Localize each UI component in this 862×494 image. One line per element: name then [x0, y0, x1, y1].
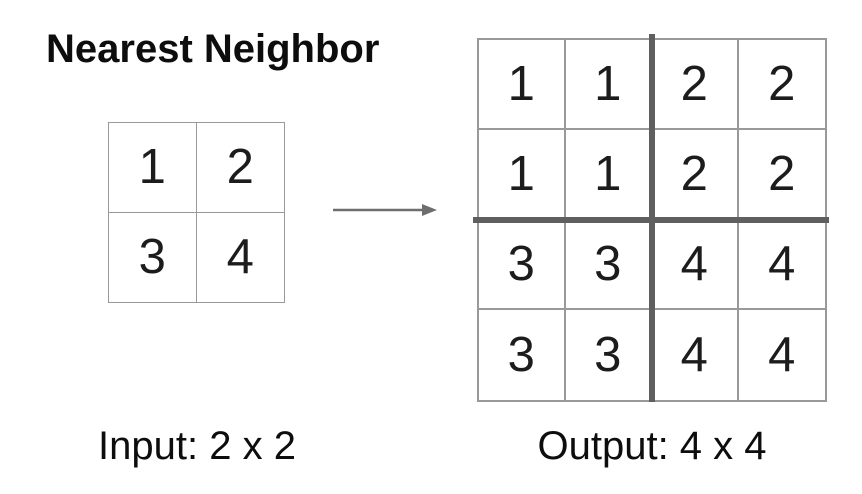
output-grid-cell: 1 [479, 130, 566, 220]
input-grid-cell: 2 [196, 123, 284, 213]
output-grid-cell: 3 [565, 310, 652, 400]
output-grid-cell: 1 [565, 130, 652, 220]
output-grid-cell: 4 [652, 310, 739, 400]
output-grid: 1 1 2 2 1 1 2 2 3 3 4 4 3 3 4 4 [473, 34, 829, 402]
input-caption: Input: 2 x 2 [98, 424, 296, 468]
output-grid-cell: 4 [738, 310, 825, 400]
output-grid-cell: 4 [652, 220, 739, 310]
output-grid-cell: 1 [479, 40, 566, 130]
output-grid-cell: 2 [652, 40, 739, 130]
right-arrow-icon [330, 199, 440, 221]
diagram-title: Nearest Neighbor [46, 27, 380, 71]
output-grid-cell: 2 [652, 130, 739, 220]
output-grid-cell: 3 [479, 220, 566, 310]
output-grid-cell: 3 [479, 310, 566, 400]
input-grid: 1 2 3 4 [108, 122, 285, 303]
input-grid-cell: 3 [109, 212, 197, 302]
output-grid-cell: 2 [738, 40, 825, 130]
output-grid-cell: 4 [738, 220, 825, 310]
output-grid-cell: 1 [565, 40, 652, 130]
thick-divider-horizontal [473, 217, 829, 223]
input-grid-cell: 4 [196, 212, 284, 302]
output-caption: Output: 4 x 4 [537, 424, 767, 468]
input-grid-cell: 1 [109, 123, 197, 213]
output-grid-cell: 2 [738, 130, 825, 220]
output-grid-cell: 3 [565, 220, 652, 310]
